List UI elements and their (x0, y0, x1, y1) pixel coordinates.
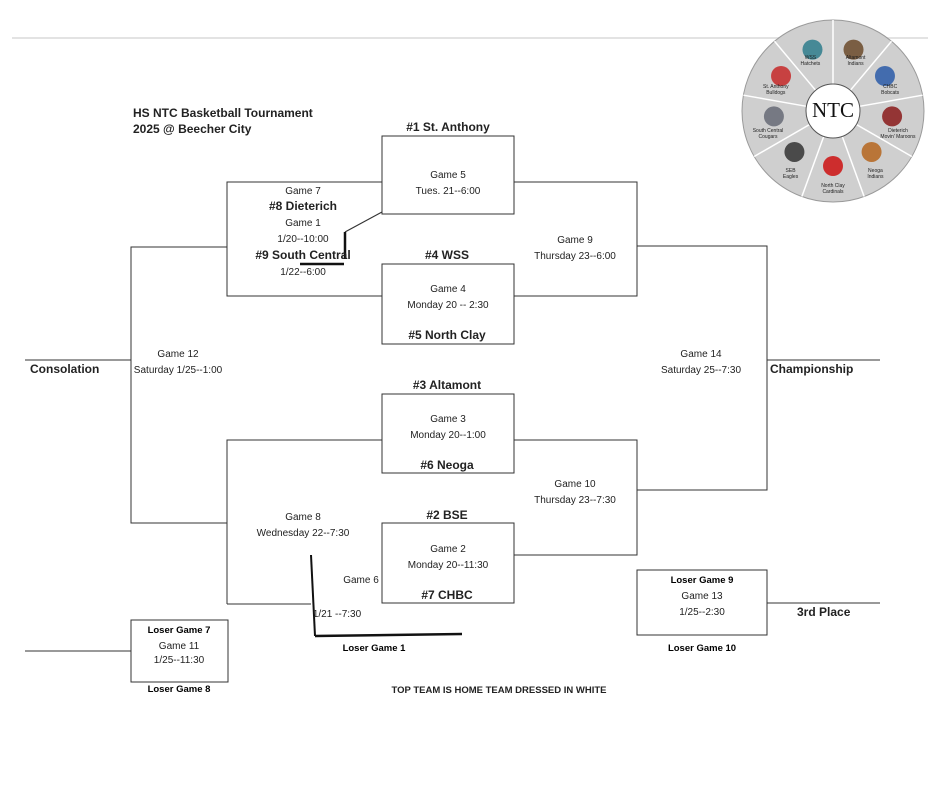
team-logo-icon (784, 141, 805, 162)
game12-time: Saturday 1/25--1:00 (133, 365, 223, 376)
game4-time: Monday 20 -- 2:30 (407, 300, 489, 311)
game5-time: Tues. 21--6:00 (415, 186, 481, 197)
seed-3-label: #3 Altamont (412, 378, 482, 392)
team-logo-icon (823, 156, 843, 176)
game2-time: Monday 20--11:30 (407, 560, 489, 571)
game3-box (381, 393, 515, 474)
ntc-center-text: NTC (812, 98, 854, 122)
top-divider (12, 37, 928, 39)
seed-2-label: #2 BSE (426, 508, 468, 522)
team-logo-icon (843, 39, 864, 60)
loser-game1-label: Loser Game 1 (342, 643, 406, 654)
team-logo-icon (861, 141, 882, 162)
team-logo-icon (763, 106, 784, 127)
loser-game7-label: Loser Game 7 (147, 625, 211, 636)
game10-name: Game 10 (554, 479, 596, 490)
game13-name: Game 13 (681, 591, 723, 602)
game9-name: Game 9 (557, 235, 593, 246)
seed-9-label: #9 South Central (255, 248, 351, 262)
game10-time: Thursday 23--7:30 (534, 495, 616, 506)
game3-name: Game 3 (430, 414, 466, 425)
game7-name: Game 7 (285, 186, 321, 197)
home-team-note: TOP TEAM IS HOME TEAM DRESSED IN WHITE (391, 685, 607, 696)
seed-7-label: #7 CHBC (421, 588, 473, 602)
game12-name: Game 12 (157, 349, 199, 360)
game13-time: 1/25--2:30 (679, 607, 725, 618)
game9-time: Thursday 23--6:00 (534, 251, 616, 262)
ntc-logo-wheel (741, 19, 925, 203)
game5-box (381, 135, 515, 215)
game12-bracket (130, 246, 227, 524)
game8-name: Game 8 (285, 512, 321, 523)
tournament-subtitle: 2025 @ Beecher City (133, 122, 252, 136)
consolation-label: Consolation (30, 362, 100, 376)
game4-box (381, 263, 515, 345)
tournament-title: HS NTC Basketball Tournament (133, 106, 313, 120)
team-logo-icon (802, 39, 823, 60)
seed-8-label: #8 Dieterich (268, 199, 338, 213)
seed-6-label: #6 Neoga (420, 458, 474, 472)
team-logo-icon (882, 106, 903, 127)
game14-time: Saturday 25--7:30 (660, 365, 742, 376)
game3-time: Monday 20--1:00 (410, 430, 486, 441)
loser-game8-label: Loser Game 8 (147, 684, 211, 695)
game7-time: 1/22--6:00 (280, 267, 326, 278)
game6-time: 1/21 --7:30 (312, 609, 362, 620)
loser-game9-label: Loser Game 9 (670, 575, 734, 586)
game4-name: Game 4 (430, 284, 466, 295)
seed-5-label: #5 North Clay (408, 328, 486, 342)
seed-1-label: #1 St. Anthony (406, 120, 490, 134)
seed-4-label: #4 WSS (424, 248, 470, 262)
game8-bracket (226, 439, 382, 604)
loser-game10-label: Loser Game 10 (667, 643, 737, 654)
game9-bracket (514, 181, 638, 297)
third-place-label: 3rd Place (797, 605, 851, 619)
game2-box (381, 522, 515, 604)
game14-bracket (637, 245, 768, 491)
game1-time: 1/20--10:00 (277, 234, 329, 245)
team-logo-icon (771, 66, 792, 86)
game14-name: Game 14 (680, 349, 722, 360)
game8-time: Wednesday 22--7:30 (256, 528, 350, 539)
game1-name: Game 1 (285, 218, 321, 229)
game11-time: 1/25--11:30 (153, 655, 205, 666)
game7-bracket (226, 181, 382, 297)
game10-bracket (514, 439, 638, 556)
team-logo-icon (874, 66, 895, 86)
game6-name: Game 6 (343, 575, 379, 586)
game11-name: Game 11 (158, 641, 200, 652)
game5-name: Game 5 (430, 170, 466, 181)
game2-name: Game 2 (430, 544, 466, 555)
championship-label: Championship (770, 362, 854, 376)
